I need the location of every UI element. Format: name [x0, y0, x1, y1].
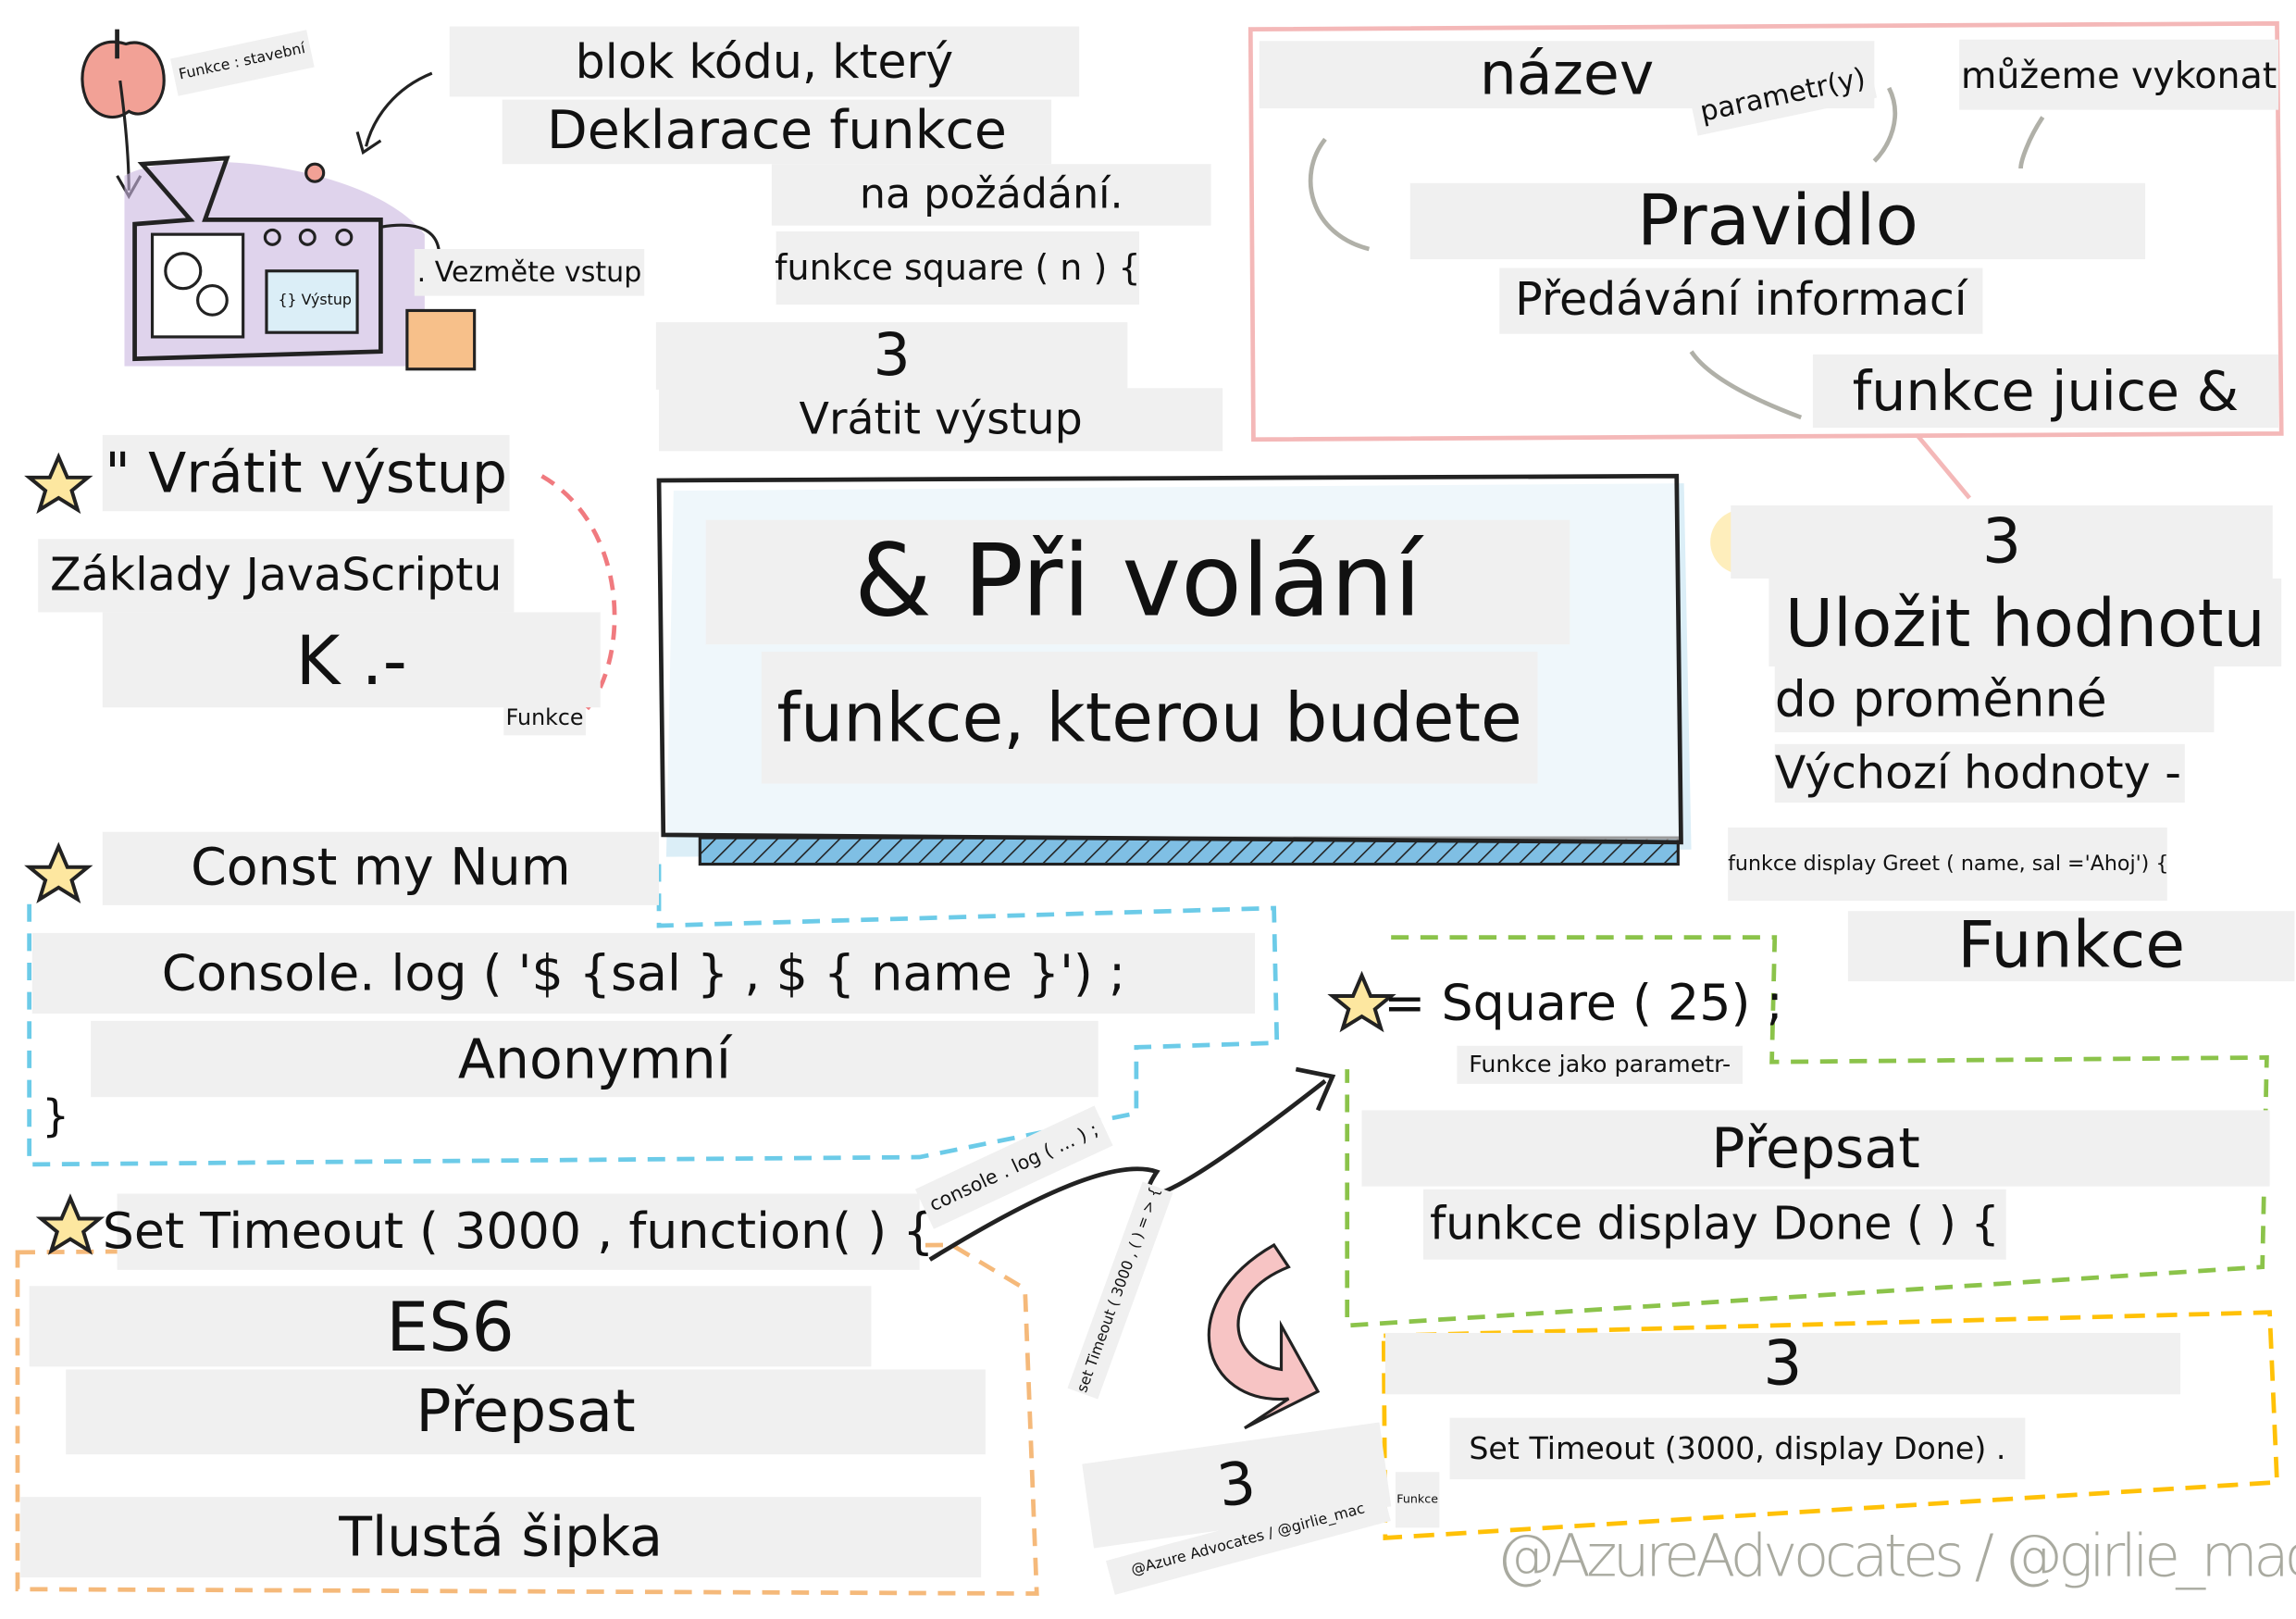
number-3-label: 3 [1731, 504, 2273, 579]
number-3-label: 3 [1384, 1332, 2181, 1395]
console-log-label: Console. log ( '$ {sal } , $ { name }') … [31, 932, 1256, 1014]
defaults-label: Výchozí hodnoty - [1774, 743, 2185, 803]
return-quote-label: " Vrátit výstup [102, 434, 510, 512]
function-as-param-label: Funkce jako parametr- [1457, 1045, 1743, 1084]
closing-brace: } [42, 1090, 70, 1143]
curved-arrow-icon [355, 71, 433, 156]
center-title: & Při volání [705, 519, 1570, 645]
set-timeout-label: Set Timeout ( 3000 , function( ) { [103, 1193, 935, 1270]
passing-info-label: Předávání informací [1499, 268, 1983, 334]
juice-function-label: funkce juice & [1812, 354, 2279, 429]
fat-arrow-label: Tlustá šipka [20, 1497, 982, 1578]
number-3-label: 3 [655, 322, 1128, 390]
on-demand-label: na požádání. [771, 164, 1211, 226]
set-timeout-call-label: Set Timeout (3000, display Done) . [1449, 1417, 2026, 1480]
return-output-label: Vrátit výstup [659, 388, 1223, 452]
funkce-small-label: Funkce [503, 700, 586, 736]
declaration-label: Deklarace funkce [502, 99, 1052, 165]
block-of-code-label: blok kódu, který [449, 26, 1080, 97]
anonymous-label: Anonymní [91, 1020, 1098, 1098]
display-done-declaration: funkce display Done ( ) { [1422, 1189, 2006, 1260]
square-declaration: funkce square ( n ) { [775, 231, 1140, 305]
rule-label: Pravidlo [1409, 182, 2146, 260]
store-value-label: Uložit hodnotu [1769, 579, 2282, 666]
rewrite-es6-label: Přepsat [66, 1369, 986, 1455]
juice-glass-icon [405, 308, 477, 371]
function-machine-icon [124, 156, 441, 367]
center-subtitle: funkce, kterou budete [761, 652, 1538, 784]
k-label: K .- [102, 612, 601, 708]
square-call-label: = Square ( 25) ; [1384, 974, 1783, 1033]
can-execute-label: můžeme vykonat [1959, 39, 2279, 110]
into-variable-label: do proměnné [1774, 666, 2215, 733]
js-basics-label: Základy JavaScriptu [38, 539, 515, 613]
greet-declaration: funkce display Greet ( name, sal ='Ahoj'… [1728, 827, 2168, 902]
es6-label: ES6 [29, 1286, 872, 1367]
funkce-label: Funkce [1847, 911, 2295, 982]
watermark: @AzureAdvocates / @girlie_mac [1496, 1523, 2296, 1591]
star-icon [24, 452, 1396, 1255]
funkce-tiny-label: Funkce [1395, 1472, 1440, 1528]
machine-screen-label: {} Výstup [278, 293, 352, 309]
const-label: Const my Num [102, 831, 660, 905]
rewrite-label: Přepsat [1361, 1110, 2270, 1187]
take-input-label: . Vezměte vstup [414, 248, 645, 296]
